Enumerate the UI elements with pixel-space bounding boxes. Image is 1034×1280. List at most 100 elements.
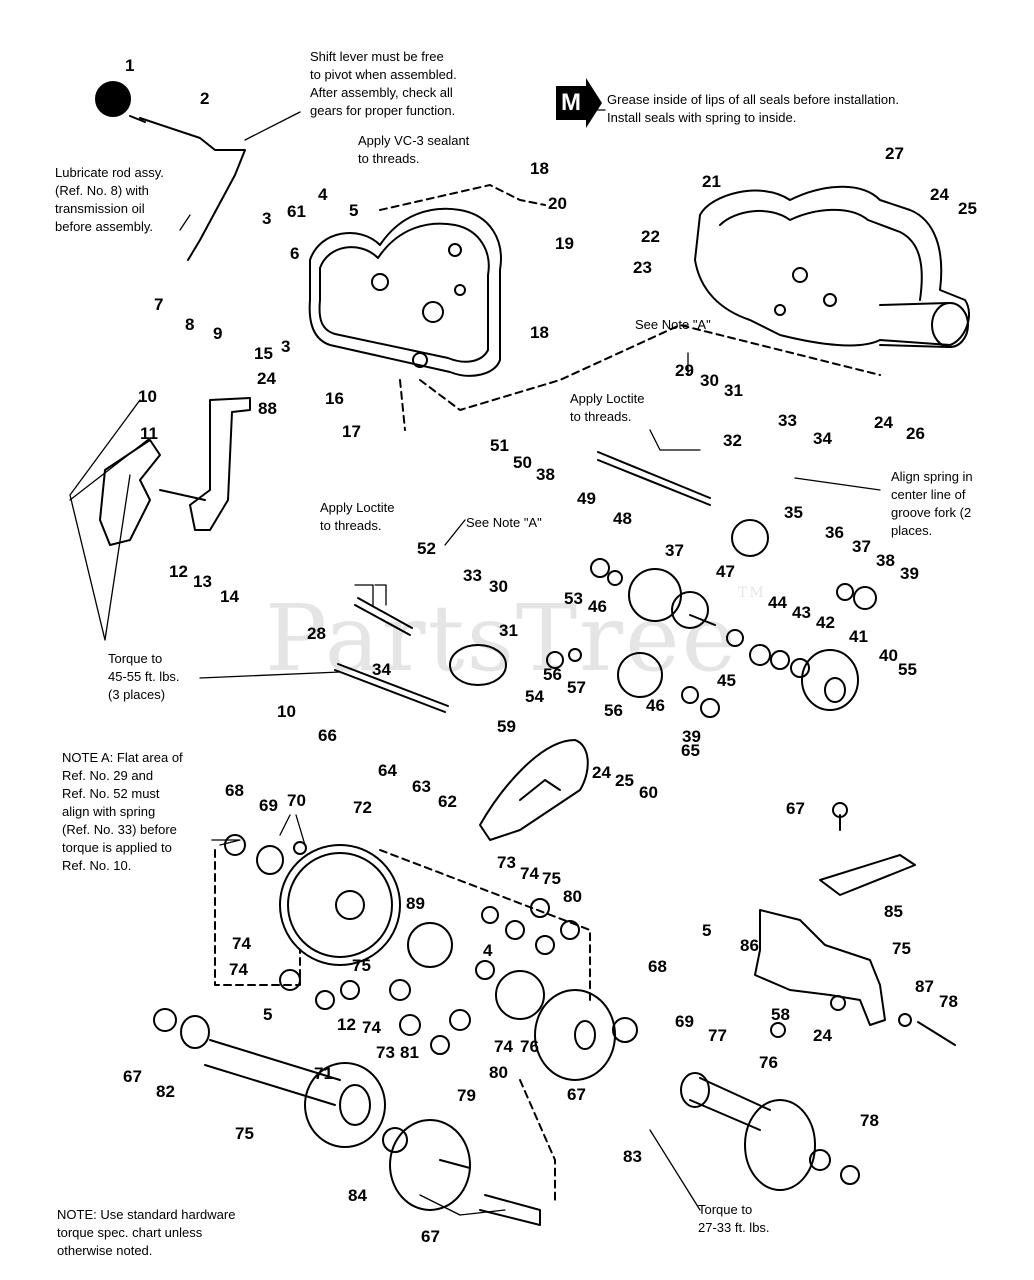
plate-86 [819, 854, 916, 896]
part-number-label: 5 [702, 921, 712, 940]
part-number-label: 16 [325, 389, 344, 408]
part-number-label: 80 [563, 887, 582, 906]
part-number-label: 75 [892, 939, 911, 958]
part-number-label: 76 [759, 1053, 778, 1072]
part-number-label: 25 [615, 771, 634, 790]
part-number-label: 37 [665, 541, 684, 560]
part-number-label: 30 [489, 577, 508, 596]
part-number-label: 73 [376, 1043, 395, 1062]
see-note-a-label: See Note "A" [466, 515, 542, 530]
part-number-label: 68 [225, 781, 244, 800]
brake-band [479, 739, 589, 841]
part-number-label: 12 [337, 1015, 356, 1034]
part-number-label: 65 [681, 741, 700, 760]
shift-knob [95, 81, 131, 117]
part-number-label: 5 [349, 201, 359, 220]
shift-lever [139, 117, 246, 261]
part-number-label: 54 [525, 687, 544, 706]
part-number-label: 12 [169, 562, 188, 581]
part-number-label: 75 [235, 1124, 254, 1143]
part-number-label: 67 [567, 1085, 586, 1104]
bracket-plate [99, 439, 161, 546]
part-number-label: 82 [156, 1082, 175, 1101]
part-number-label: 76 [520, 1037, 539, 1056]
part-number-label: 74 [362, 1018, 381, 1037]
part-number-label: 66 [318, 726, 337, 745]
part-number-label: 10 [138, 387, 157, 406]
shift-bracket [189, 397, 251, 531]
part-number-label: 87 [915, 977, 934, 996]
part-number-label: 53 [564, 589, 583, 608]
part-number-label: 23 [633, 258, 652, 277]
part-number-label: 28 [307, 624, 326, 643]
shaft-66 [334, 669, 446, 713]
part-number-label: 22 [641, 227, 660, 246]
part-number-label: 1 [125, 56, 135, 75]
torque-27-note: Torque to 27-33 ft. lbs. [698, 1202, 770, 1235]
align-spring-note: Align spring in center line of groove fo… [891, 469, 973, 538]
part-number-label: 80 [489, 1063, 508, 1082]
vc3-sealant-note: Apply VC-3 sealant to threads. [358, 133, 470, 166]
part-number-label: 21 [702, 172, 721, 191]
part-number-label: 84 [348, 1186, 367, 1205]
part-number-label: 14 [220, 587, 239, 606]
standard-hardware-note: NOTE: Use standard hardware torque spec.… [57, 1207, 236, 1258]
part-number-label: 70 [287, 791, 306, 810]
part-number-label: 85 [884, 902, 903, 921]
part-number-label: 11 [140, 424, 158, 443]
part-number-label: 26 [906, 424, 925, 443]
part-number-label: 24 [592, 763, 611, 782]
gear-70 [279, 844, 401, 966]
part-number-label: 27 [885, 144, 904, 163]
part-number-label: 20 [548, 194, 567, 213]
part-number-label: 47 [716, 562, 735, 581]
part-number-label: 15 [254, 344, 273, 363]
part-number-label: 40 [879, 646, 898, 665]
part-number-label: 81 [400, 1043, 419, 1062]
part-number-label: 74 [520, 864, 539, 883]
part-number-label: 73 [497, 853, 516, 872]
part-number-label: 83 [623, 1147, 642, 1166]
part-number-label: 8 [185, 315, 195, 334]
part-number-label: 74 [494, 1037, 513, 1056]
part-number-label: 59 [497, 717, 516, 736]
part-number-label: 78 [939, 992, 958, 1011]
part-number-label: 29 [675, 361, 694, 380]
part-number-label: 4 [318, 185, 328, 204]
loctite-note-upper: Apply Loctite to threads. [570, 391, 645, 424]
part-number-label: 75 [542, 869, 561, 888]
front-case-cover [308, 207, 502, 377]
part-number-label: 9 [213, 324, 223, 343]
part-number-label: 43 [792, 603, 811, 622]
part-number-label: 52 [417, 539, 436, 558]
part-number-label: 30 [700, 371, 719, 390]
bracket-85 [754, 909, 886, 1026]
part-number-label: 69 [259, 796, 278, 815]
pulley-42 [801, 649, 859, 711]
part-number-label: 33 [778, 411, 797, 430]
part-number-label: 25 [958, 199, 977, 218]
part-number-label: 2 [200, 89, 210, 108]
part-number-label: 78 [860, 1111, 879, 1130]
part-number-label: 72 [353, 798, 372, 817]
part-number-label: 60 [639, 783, 658, 802]
part-number-label: 36 [825, 523, 844, 542]
part-number-label: 33 [463, 566, 482, 585]
part-number-label: 10 [277, 702, 296, 721]
part-number-label: 34 [813, 429, 832, 448]
part-number-label: 55 [898, 660, 917, 679]
part-number-label: 35 [784, 503, 803, 522]
part-number-label: 49 [577, 489, 596, 508]
part-number-label: 89 [406, 894, 425, 913]
part-number-label: 74 [229, 960, 248, 979]
loctite-note-lower: Apply Loctite to threads. [320, 500, 395, 533]
part-number-label: 68 [648, 957, 667, 976]
part-number-label: 67 [786, 799, 805, 818]
part-number-label: 45 [717, 671, 736, 690]
hub-84 [389, 1119, 471, 1211]
part-number-label: 63 [412, 777, 431, 796]
part-number-label: 88 [258, 399, 277, 418]
part-number-label: 18 [530, 159, 549, 178]
m-symbol: M [556, 86, 586, 120]
